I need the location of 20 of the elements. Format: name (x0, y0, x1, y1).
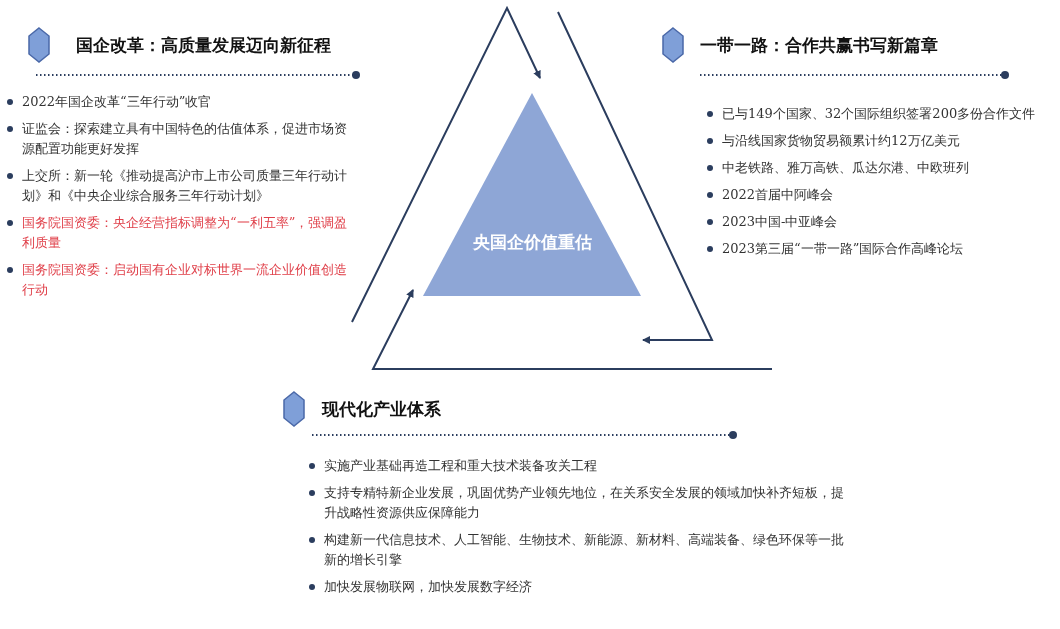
bullet-text: 中老铁路、雅万高铁、瓜达尔港、中欧班列 (704, 158, 1054, 178)
bullet-text: 上交所：新一轮《推动提高沪市上市公司质量三年行动计划》和《中央企业综合服务三年行动计划》 (4, 166, 349, 206)
bullet-text: 2022首届中阿峰会 (704, 185, 1054, 205)
bullet-text: 2023第三届“一带一路”国际合作高峰论坛 (704, 239, 1054, 259)
bullet-text: 国务院国资委：启动国有企业对标世界一流企业价值创造行动 (4, 260, 349, 300)
bullet-text: 加快发展物联网，加快发展数字经济 (306, 577, 846, 597)
bullet-text: 构建新一代信息技术、人工智能、生物技术、新能源、新材料、高端装备、绿色环保等一批新的增长引擎 (306, 530, 846, 570)
bullet-text: 2023中国-中亚峰会 (704, 212, 1054, 232)
center-label: 央国企价值重估 (471, 231, 593, 255)
bullet-text: 国务院国资委：央企经营指标调整为“一利五率”，强调盈利质量 (4, 213, 349, 253)
bullet-text: 已与149个国家、32个国际组织签署200多份合作文件 (704, 104, 1054, 124)
value-triangle (423, 93, 641, 296)
section-heading: 一带一路：合作共赢书写新篇章 (700, 34, 938, 57)
bullet-text: 2022年国企改革“三年行动”收官 (4, 92, 349, 112)
bullet-text: 与沿线国家货物贸易额累计约12万亿美元 (704, 131, 1054, 151)
bullet-text: 支持专精特新企业发展，巩固优势产业领先地位，在关系安全发展的领域加快补齐短板，提升战略性资源供应保障能力 (306, 483, 846, 523)
bullet-text: 证监会：探索建立具有中国特色的估值体系，促进市场资源配置功能更好发挥 (4, 119, 349, 159)
section-heading: 现代化产业体系 (322, 398, 441, 421)
bullet-text: 实施产业基础再造工程和重大技术装备攻关工程 (306, 456, 846, 476)
section-heading: 国企改革：高质量发展迈向新征程 (76, 34, 331, 57)
